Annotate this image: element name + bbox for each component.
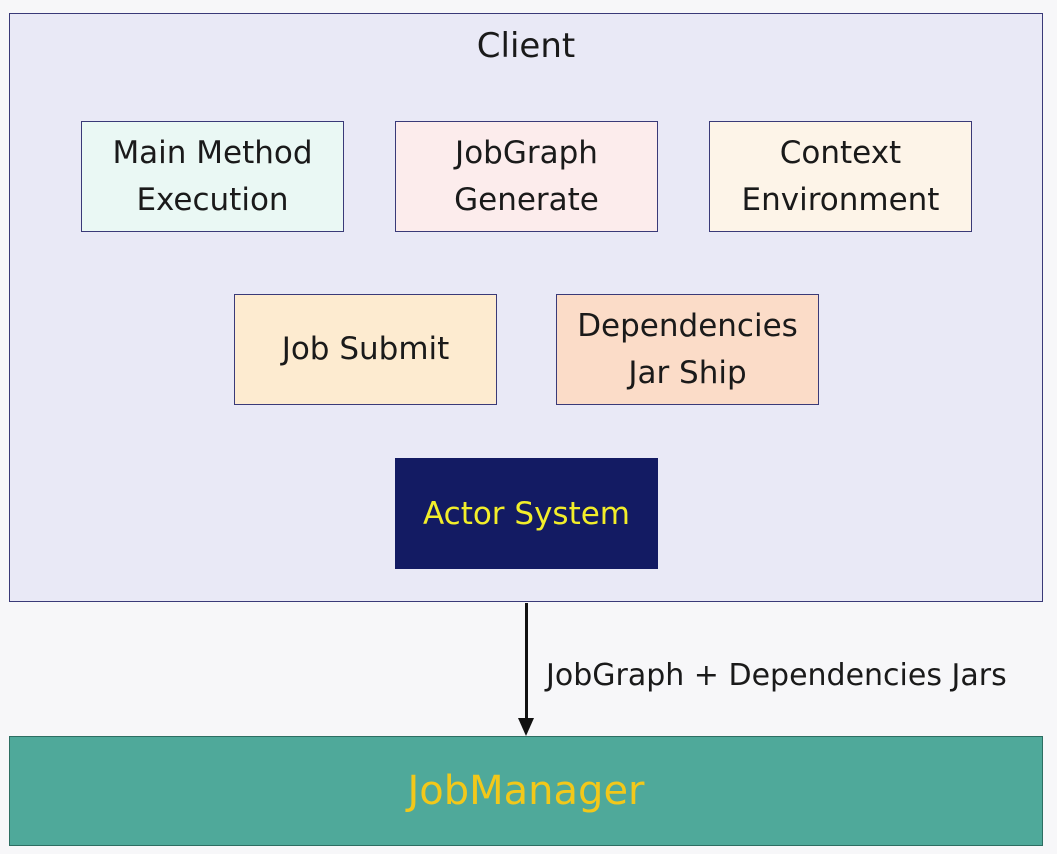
client-title: Client — [476, 26, 576, 66]
dependencies-jar-ship-box: Dependencies Jar Ship — [556, 294, 819, 405]
arrow-label: JobGraph + Dependencies Jars — [546, 658, 1007, 693]
jobgraph-generate-box: JobGraph Generate — [395, 121, 658, 232]
actor-system-box: Actor System — [395, 458, 658, 569]
arrow-down-icon — [518, 718, 534, 736]
main-method-execution-box: Main Method Execution — [81, 121, 344, 232]
submit-arrow-line — [525, 603, 528, 721]
jobmanager-box: JobManager — [9, 736, 1043, 846]
job-submit-box: Job Submit — [234, 294, 497, 405]
context-environment-box: Context Environment — [709, 121, 972, 232]
